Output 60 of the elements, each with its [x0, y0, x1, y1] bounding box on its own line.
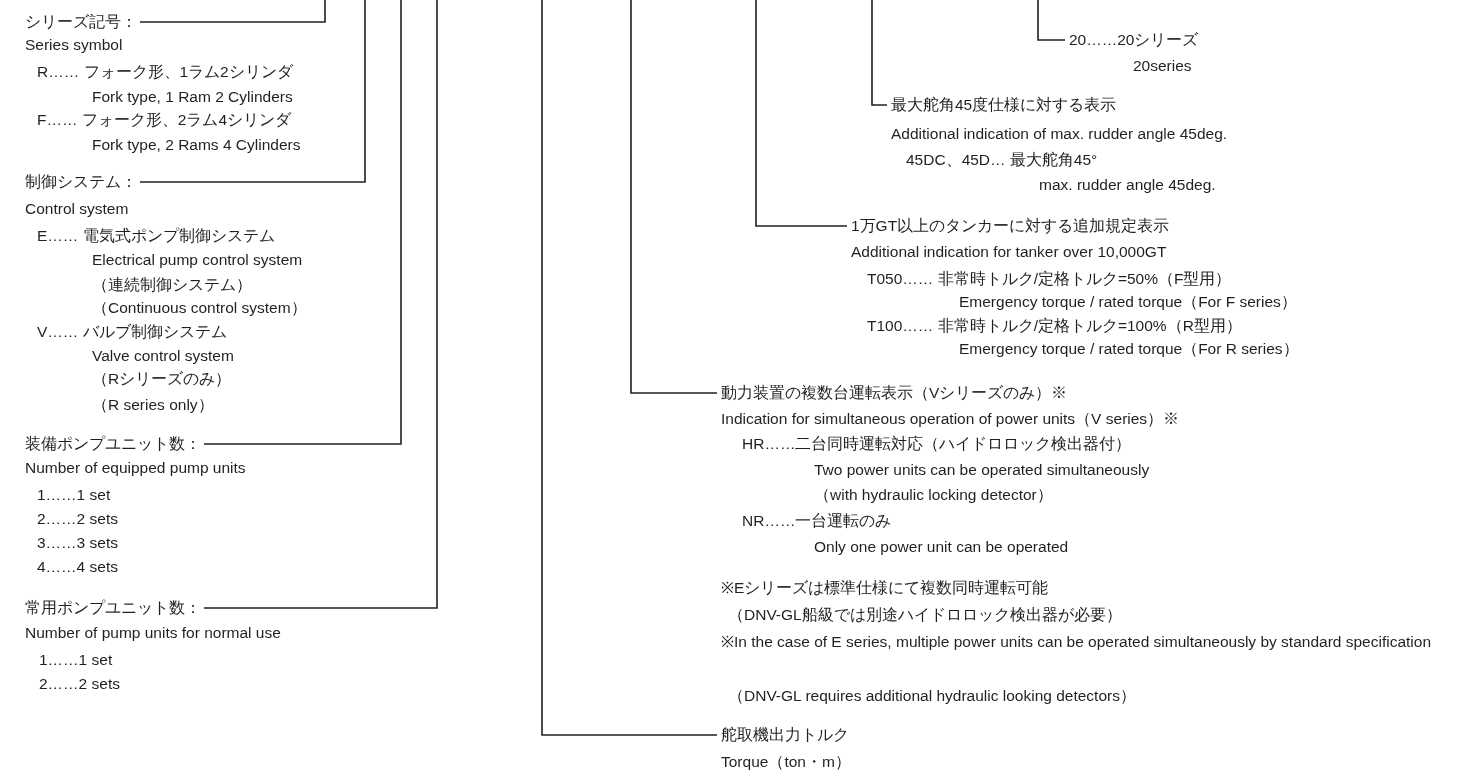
description-text: Fork type, 1 Ram 2 Cylinders: [92, 87, 293, 107]
description-text: 1……1 set: [37, 485, 111, 505]
leader-line: [139, 0, 326, 23]
description-text: Additional indication of max. rudder angle 45deg.: [891, 124, 1228, 144]
heading-text: 常用ポンプユニット数：: [25, 598, 201, 618]
heading-text: 20……20シリーズ: [1069, 30, 1199, 50]
description-text: （Continuous control system）: [92, 298, 307, 318]
leader-line: [203, 0, 402, 445]
description-text: 20series: [1133, 56, 1192, 76]
description-text: Two power units can be operated simultaneously: [814, 460, 1150, 480]
description-text: max. rudder angle 45deg.: [1039, 175, 1216, 195]
description-text: （連続制御システム）: [92, 275, 252, 295]
description-text: Emergency torque / rated torque（For R series）: [959, 339, 1299, 359]
description-text: HR……二台同時運転対応（ハイドロロック検出器付）: [742, 434, 1132, 454]
note-text: （DNV-GL船級では別途ハイドロロック検出器が必要）: [728, 605, 1122, 625]
description-text: Electrical pump control system: [92, 250, 303, 270]
description-text: Torque（ton・m）: [721, 752, 851, 772]
heading-text: シリーズ記号：: [25, 12, 137, 32]
description-text: Emergency torque / rated torque（For F series）: [959, 292, 1297, 312]
description-text: 3……3 sets: [37, 533, 118, 553]
note-text: ※In the case of E series, multiple power units can be operated simultaneously by standard specification: [721, 632, 1433, 652]
heading-text: 制御システム：: [25, 172, 137, 192]
note-text: （DNV-GL requires additional hydraulic looking detectors）: [728, 686, 1136, 706]
description-text: F…… フォーク形、2ラム4シリンダ: [37, 110, 291, 130]
description-text: T100…… 非常時トルク/定格トルク=100%（R型用）: [867, 316, 1242, 336]
heading-text: 動力装置の複数台運転表示（Vシリーズのみ）※: [721, 383, 1068, 403]
description-text: E…… 電気式ポンプ制御システム: [37, 226, 275, 246]
leader-line: [541, 0, 718, 736]
leader-line: [871, 0, 888, 106]
description-text: NR……一台運転のみ: [742, 511, 892, 531]
description-text: Number of pump units for normal use: [25, 623, 281, 643]
description-text: （R series only）: [92, 395, 214, 415]
description-text: 1……1 set: [39, 650, 113, 670]
description-text: Series symbol: [25, 35, 123, 55]
description-text: T050…… 非常時トルク/定格トルク=50%（F型用）: [867, 269, 1232, 289]
description-text: Valve control system: [92, 346, 234, 366]
leader-line: [630, 0, 718, 394]
heading-text: 舵取機出力トルク: [721, 725, 849, 745]
description-text: V…… バルブ制御システム: [37, 322, 227, 342]
description-text: Indication for simultaneous operation of power units（V series）※: [721, 409, 1180, 429]
note-text: ※Eシリーズは標準仕様にて複数同時運転可能: [721, 578, 1049, 598]
description-text: （with hydraulic locking detector）: [814, 485, 1053, 505]
heading-text: 最大舵角45度仕様に対する表示: [891, 95, 1117, 115]
description-text: 2……2 sets: [39, 674, 120, 694]
heading-text: 装備ポンプユニット数：: [25, 434, 201, 454]
description-text: （Rシリーズのみ）: [92, 369, 232, 389]
description-text: Number of equipped pump units: [25, 458, 246, 478]
description-text: Control system: [25, 199, 129, 219]
description-text: 2……2 sets: [37, 509, 118, 529]
leader-line: [203, 0, 438, 609]
leader-line: [755, 0, 848, 227]
description-text: 4……4 sets: [37, 557, 118, 577]
description-text: Fork type, 2 Rams 4 Cylinders: [92, 135, 301, 155]
description-text: Only one power unit can be operated: [814, 537, 1069, 557]
leader-line: [1037, 0, 1066, 41]
leader-line: [139, 0, 366, 183]
heading-text: 1万GT以上のタンカーに対する追加規定表示: [851, 216, 1170, 236]
description-text: Additional indication for tanker over 10,000GT: [851, 242, 1167, 262]
description-text: R…… フォーク形、1ラム2シリンダ: [37, 62, 293, 82]
description-text: 45DC、45D… 最大舵角45°: [906, 150, 1098, 170]
